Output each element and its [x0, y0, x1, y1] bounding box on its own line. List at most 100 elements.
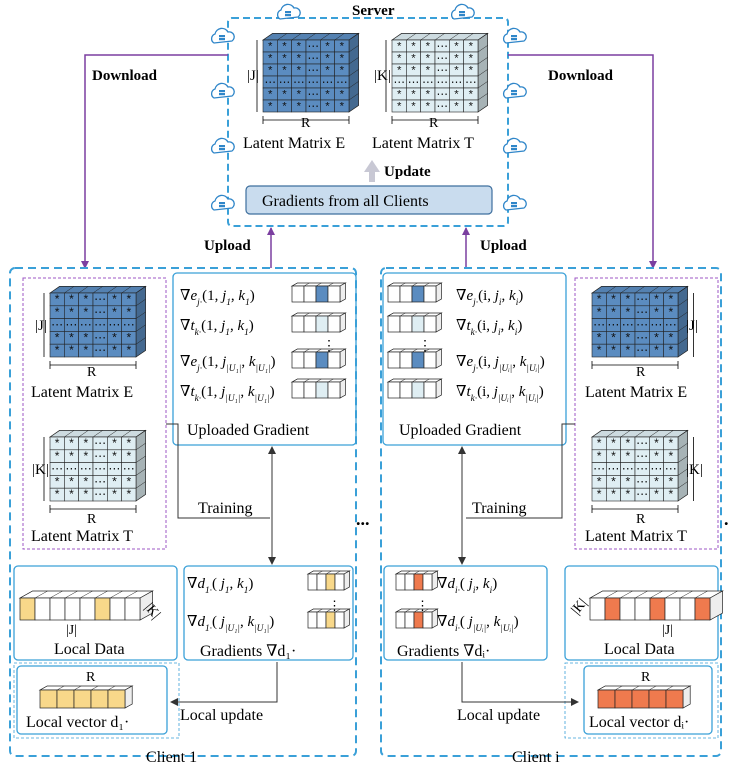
client-i-d-slab-cell [422, 611, 433, 629]
client-i-uploaded-gradient-box [382, 272, 567, 446]
cube-cell-mark: * [397, 64, 402, 76]
client-1-gradient-slab-cell [303, 285, 317, 303]
client-1-d-slab-side [343, 608, 350, 629]
client-i-matrix-e-label: Latent Matrix E [585, 384, 687, 401]
download-left-label: Download [92, 68, 158, 84]
client-i-d-slab-cell [413, 611, 424, 629]
client-i-gradient-slab-side [435, 378, 442, 399]
cube-cell-mark: ⋯ [636, 474, 648, 488]
client-1-local-vector-side [124, 685, 133, 709]
server-matrix-t-r: R [429, 116, 439, 131]
client-1-matrix-t-label: Latent Matrix T [31, 528, 133, 545]
client-1-local-vector-top [38, 685, 134, 691]
client-i-local-data-cell [589, 597, 606, 621]
cube-cell-mark: * [69, 330, 74, 344]
cube-cell-mark: * [411, 100, 416, 112]
client-i-local-data-cell [694, 597, 711, 621]
client-i-local-vector-cell [614, 689, 633, 709]
cube-cell-mark: * [69, 449, 74, 463]
client-i-local-data-dim-k: |K| [569, 596, 591, 618]
client-i-gradient-rows: ∇ej·(i, ji, ki)∇tk·(i, ji, ki)∇ej·(i, j|… [386, 282, 545, 404]
client-1-gradient-row-2: ∇tk·(1, j1, k1) [180, 318, 254, 338]
cube-cell-mark: ⋯ [636, 343, 648, 357]
cube-cell-mark: * [325, 88, 330, 100]
cube-cell-mark: * [297, 52, 302, 64]
client-1-dim-k: |K| [32, 462, 49, 478]
cube-cell-mark: * [126, 474, 131, 488]
cube-cell-mark: * [126, 330, 131, 344]
cube-cell-mark: * [55, 487, 60, 501]
client-1-d-slab-cell [307, 611, 318, 629]
cube-cell-mark: ⋯ [108, 318, 120, 332]
cube-cell-mark: * [268, 64, 273, 76]
client-i-gradient-slab-cell [411, 285, 425, 303]
cube-cell-mark: * [611, 474, 616, 488]
cube-cell-mark: * [668, 487, 673, 501]
cloud-server-icon [502, 27, 527, 44]
cube-cell-mark: * [611, 330, 616, 344]
download-right-arrow [508, 54, 657, 269]
cube-cell-mark: ⋯ [593, 462, 605, 476]
cube-cell-mark: * [668, 292, 673, 306]
cube-cell-mark: ⋯ [94, 330, 106, 344]
cube-cell-mark: ⋯ [293, 76, 304, 88]
cube-cell-mark: * [282, 40, 287, 52]
cube-cell-mark: * [83, 343, 88, 357]
cube-cell-mark: * [126, 436, 131, 450]
cloud-server-icon [210, 82, 235, 99]
cube-cell-mark: ⋯ [636, 449, 648, 463]
client-i-local-vector-box [583, 665, 713, 735]
cube-cell-mark: * [83, 305, 88, 319]
client-i-local-data-cell [679, 597, 696, 621]
client-i-d-slab-cell [395, 573, 406, 591]
cube-cell-mark: * [454, 88, 459, 100]
client-1-local-data-cell [19, 597, 36, 621]
cube-cell-mark: * [597, 330, 602, 344]
client-i-local-gradient-rows: ∇di·( ji, ki)∇di·( j|Uᵢ|, k|Uᵢ|)⋮ [394, 570, 519, 634]
cube-cell-mark: ⋯ [650, 462, 662, 476]
cube-cell-mark: * [625, 449, 630, 463]
cube-cell-mark: ⋯ [51, 318, 63, 332]
cube-cell [663, 343, 679, 358]
client-i-dim-k: |K| [686, 462, 703, 478]
cube-cell-mark: ⋯ [636, 292, 648, 306]
client-i-gradient-slab-cell [423, 381, 437, 399]
cube-cell-mark: ⋯ [307, 88, 318, 100]
client-1-gradient-slab-side [339, 378, 346, 399]
client-1-matrix-e-label: Latent Matrix E [31, 384, 133, 401]
cube-cell-mark: * [611, 292, 616, 306]
cube-cell-mark: * [469, 40, 474, 52]
client-i-uploaded-gradient-label: Uploaded Gradient [399, 422, 522, 439]
cube-cell-mark: ⋯ [607, 318, 619, 332]
client-1-local-vector-cell [107, 689, 126, 709]
download-right-label: Download [548, 68, 614, 84]
client-1-local-vector-outer [13, 662, 180, 739]
client-i-gradient-slab-cell [399, 315, 413, 333]
server-panel: Server ***⋯*****⋯*****⋯**⋯⋯⋯⋯⋯⋯***⋯*****… [210, 3, 527, 227]
cube-cell-mark: * [69, 436, 74, 450]
cube-cell-mark: * [625, 330, 630, 344]
cube-cell-mark: * [340, 100, 345, 112]
client-i-gradient-row-2: ∇tk·(i, ji, ki) [456, 318, 522, 338]
client-1-gradient-slab-side [339, 312, 346, 333]
client-1-local-data-slab [18, 590, 154, 621]
connections: Download Download Upload Upload ... . [81, 54, 729, 529]
client-1-gradient-slab-cell [315, 381, 329, 399]
cube-cell-mark: * [654, 487, 659, 501]
cube-cell [663, 487, 679, 502]
cube-cell-mark: * [83, 436, 88, 450]
server-dashed-border [227, 17, 509, 227]
gradients-from-all-clients-label: Gradients from all Clients [262, 193, 429, 210]
cube-cell-mark: * [69, 487, 74, 501]
cube-cell-mark: * [654, 343, 659, 357]
cube-cell-mark: ⋯ [307, 76, 318, 88]
client-i-gradients-d-box [383, 565, 548, 661]
cube-cell-mark: ⋯ [465, 76, 476, 88]
client-i-local-vector-side [682, 685, 691, 709]
cube-cell-mark: ⋯ [622, 318, 634, 332]
client-1-d-row-1: ∇d1·( j1, k1) [187, 576, 253, 596]
cube-cell-mark: ⋯ [65, 462, 77, 476]
client-1-matrix-e-cube: ***⋯*****⋯**⋯⋯⋯⋯⋯⋯***⋯*****⋯** [43, 285, 147, 369]
cube-cell-mark: ⋯ [636, 330, 648, 344]
cube-cell-mark: * [597, 305, 602, 319]
